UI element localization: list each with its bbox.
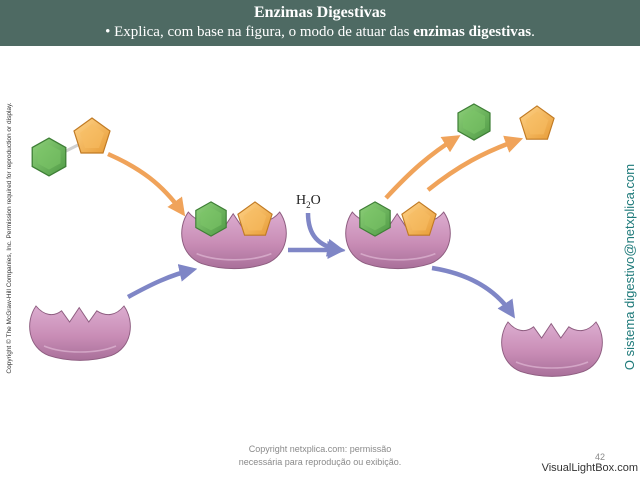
- product-pentagon: [519, 105, 555, 140]
- subtitle-end: .: [531, 24, 535, 40]
- arrow-product-hexagon: [384, 135, 461, 200]
- water-label: H2O: [296, 193, 321, 210]
- enzyme-substrate-complex: [180, 201, 288, 270]
- footer-line-1: Copyright netxplica.com: permissão: [248, 444, 392, 454]
- copyright-vertical-text: Copyright © The McGraw-Hill Companies, I…: [6, 102, 13, 374]
- arrow-water-in: [305, 212, 346, 257]
- arrow-substrate-to-enzyme: [107, 151, 186, 217]
- enzyme-hydrolysis-complex: [344, 201, 452, 270]
- enzyme-released: [500, 321, 604, 378]
- slide-title: Enzimas Digestivas: [254, 4, 386, 21]
- enzyme-free: [28, 305, 132, 362]
- watermark-link[interactable]: VisualLightBox.com: [541, 462, 638, 474]
- header-bar: Enzimas Digestivas • Explica, com base n…: [0, 0, 640, 46]
- footer-copyright: Copyright netxplica.com: permissão neces…: [200, 443, 440, 469]
- page-number: 42: [594, 452, 605, 462]
- site-vertical-text: O sistema digestivo@netxplica.com: [622, 163, 637, 371]
- subtitle-text: • Explica, com base na figura, o modo de…: [105, 24, 414, 40]
- substrate-molecule: [31, 117, 111, 177]
- water-label-o: O: [311, 193, 321, 208]
- water-label-h: H: [296, 193, 306, 208]
- enzyme-diagram: H2O: [28, 103, 604, 378]
- product-hexagon: [457, 103, 491, 141]
- water-label-subscript: 2: [306, 200, 311, 210]
- substrate-pentagon: [73, 117, 111, 154]
- arrow-enzyme-in: [126, 264, 198, 299]
- slide-subtitle: • Explica, com base na figura, o modo de…: [0, 22, 640, 42]
- substrate-hexagon: [31, 137, 67, 177]
- bound-pentagon: [237, 201, 273, 236]
- hydrolysis-pentagon: [401, 201, 437, 236]
- subtitle-bold-text: enzimas digestivas: [413, 24, 532, 40]
- arrow-product-pentagon: [426, 135, 524, 192]
- footer-line-2: necessária para reprodução ou exibição.: [238, 457, 402, 467]
- arrow-enzyme-released: [431, 265, 515, 319]
